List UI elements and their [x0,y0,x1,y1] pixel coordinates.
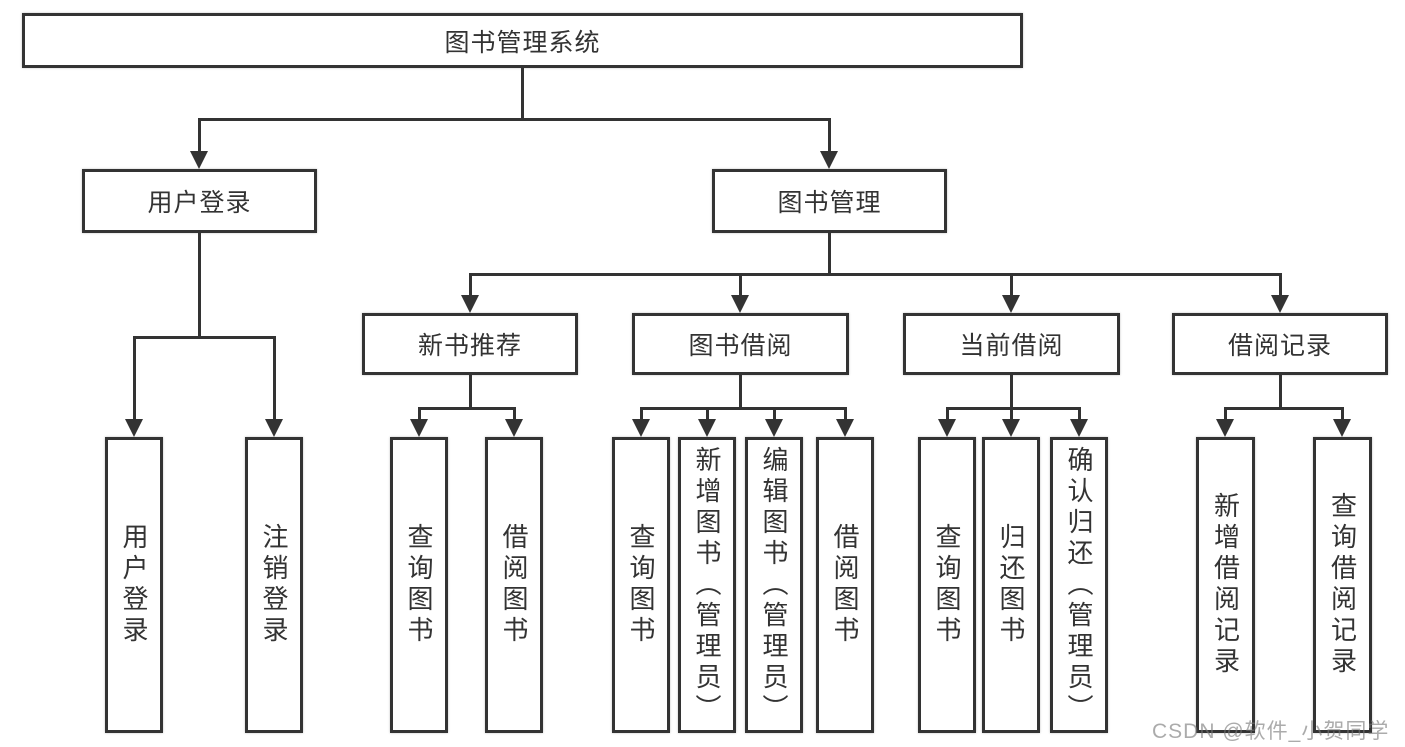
arrow-down-icon [938,419,956,437]
leaf-add-borrow-record: 新增借阅记录 [1196,437,1255,733]
connector-line [946,407,949,421]
arrow-down-icon [1002,295,1020,313]
arrow-down-icon [1333,419,1351,437]
connector-line [1010,407,1013,421]
arrow-down-icon [410,419,428,437]
connector-line [1224,407,1227,421]
node-current-borrow: 当前借阅 [903,313,1120,375]
leaf-return-books: 归还图书 [982,437,1040,733]
connector-line [1010,375,1013,410]
connector-line [469,273,472,297]
connector-line [1078,407,1081,421]
connector-line [1341,407,1344,421]
arrow-down-icon [698,419,716,437]
arrow-down-icon [1070,419,1088,437]
connector-line [828,118,831,153]
connector-line [198,233,201,339]
arrow-down-icon [1271,295,1289,313]
leaf-query-books-recommend: 查询图书 [390,437,448,733]
arrow-down-icon [1002,419,1020,437]
node-user-login: 用户登录 [82,169,317,233]
leaf-user-login: 用户登录 [105,437,163,733]
connector-line [469,375,472,410]
node-new-book-recommend: 新书推荐 [362,313,578,375]
connector-line [513,407,516,421]
connector-line [418,407,515,410]
node-borrow-records: 借阅记录 [1172,313,1388,375]
leaf-query-borrow-record: 查询借阅记录 [1313,437,1372,733]
leaf-logout: 注销登录 [245,437,303,733]
connector-line [521,68,524,121]
node-book-borrow: 图书借阅 [632,313,849,375]
connector-line [640,407,643,421]
arrow-down-icon [836,419,854,437]
arrow-down-icon [125,419,143,437]
connector-line [198,118,201,153]
connector-line [828,233,831,276]
connector-line [469,273,1281,276]
arrow-down-icon [632,419,650,437]
connector-line [1224,407,1343,410]
node-book-management: 图书管理 [712,169,947,233]
arrow-down-icon [731,295,749,313]
connector-line [640,407,846,410]
arrow-down-icon [1216,419,1234,437]
arrow-down-icon [190,151,208,169]
arrow-down-icon [461,295,479,313]
leaf-query-books-current: 查询图书 [918,437,976,733]
connector-line [739,273,742,297]
node-root: 图书管理系统 [22,13,1023,68]
leaf-add-book-admin: 新增图书（管理员） [678,437,736,733]
leaf-confirm-return-admin: 确认归还（管理员） [1050,437,1108,733]
watermark: CSDN @软件_小贺同学 [1152,720,1390,743]
connector-line [773,407,776,421]
connector-line [273,336,276,421]
connector-line [133,336,136,421]
leaf-borrow-books: 借阅图书 [816,437,874,733]
connector-line [706,407,709,421]
arrow-down-icon [265,419,283,437]
leaf-edit-book-admin: 编辑图书（管理员） [745,437,803,733]
connector-line [198,118,830,121]
arrow-down-icon [505,419,523,437]
connector-line [133,336,275,339]
connector-line [1279,375,1282,410]
connector-line [844,407,847,421]
leaf-borrow-books-recommend: 借阅图书 [485,437,543,733]
connector-line [1279,273,1282,297]
leaf-query-books-borrow: 查询图书 [612,437,670,733]
connector-line [739,375,742,410]
arrow-down-icon [765,419,783,437]
connector-line [1010,273,1013,297]
connector-line [946,407,1080,410]
arrow-down-icon [820,151,838,169]
connector-line [418,407,421,421]
